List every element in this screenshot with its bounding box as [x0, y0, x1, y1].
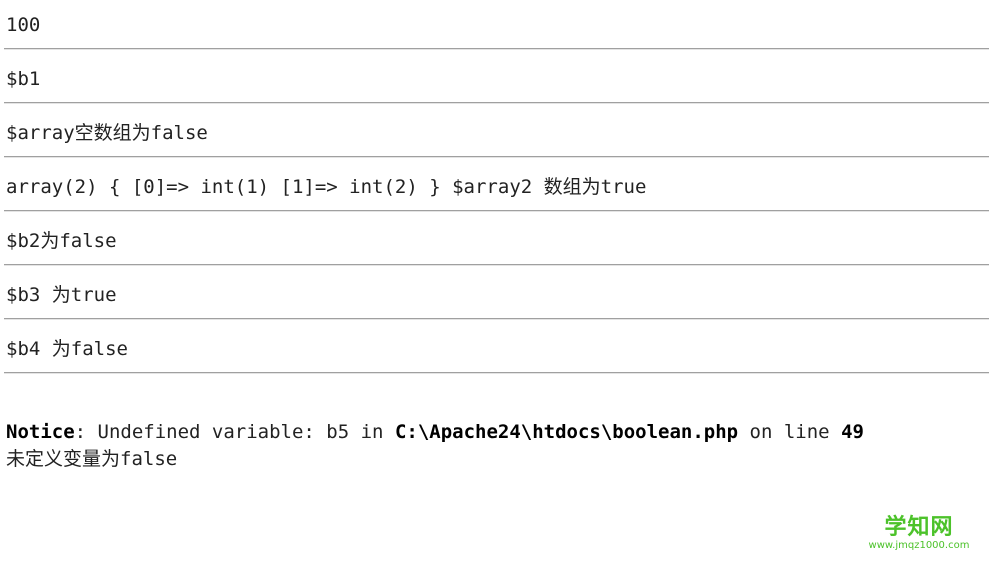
hr-divider	[4, 156, 989, 158]
output-line-5: $b2为false	[6, 230, 117, 252]
hr-divider	[4, 318, 989, 320]
output-line-4: array(2) { [0]=> int(1) [1]=> int(2) } $…	[6, 176, 647, 198]
notice-on-line: on line	[738, 421, 842, 443]
watermark-url: www.jmqz1000.com	[868, 540, 970, 551]
notice-line-number: 49	[841, 421, 864, 443]
output-line-7: $b4 为false	[6, 338, 128, 360]
watermark-title: 学知网	[884, 515, 954, 540]
hr-divider	[4, 210, 989, 212]
hr-divider	[4, 102, 989, 104]
output-line-1: 100	[6, 14, 41, 36]
notice-message: : Undefined variable: b5 in	[74, 421, 395, 443]
hr-divider	[4, 372, 989, 374]
notice-label: Notice	[6, 421, 75, 443]
notice-after-text: 未定义变量为false	[6, 448, 178, 470]
output-line-6: $b3 为true	[6, 284, 117, 306]
hr-divider	[4, 264, 989, 266]
notice-file-path: C:\Apache24\htdocs\boolean.php	[394, 421, 739, 443]
output-line-3: $array空数组为false	[6, 122, 208, 144]
php-notice: Notice: Undefined variable: b5 in C:\Apa…	[6, 419, 864, 473]
hr-divider	[4, 48, 989, 50]
watermark-logo: 学知网 www.jmqz1000.com	[859, 516, 979, 552]
output-line-2: $b1	[6, 68, 41, 90]
